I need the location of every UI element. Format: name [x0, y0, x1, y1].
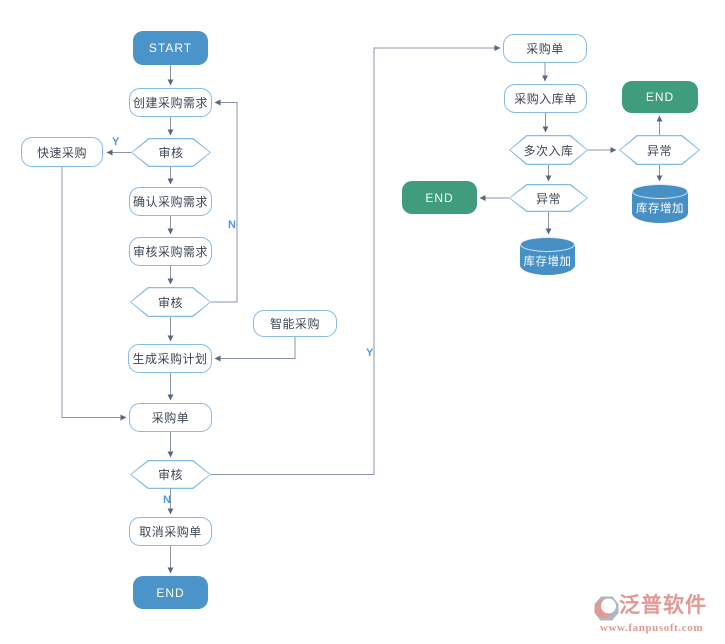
node-purchase-order-left-label: 采购单	[151, 411, 190, 425]
node-inventory-increase-center-label: 库存增加	[523, 255, 572, 268]
fanpu-logo-icon	[594, 596, 619, 621]
node-review-1-label: 审核	[158, 146, 184, 160]
hexagon-fill	[620, 136, 699, 164]
node-review-requirement: 审核采购需求	[129, 237, 212, 266]
node-generate-plan: 生成采购计划	[128, 344, 212, 373]
hexagon-fill	[131, 461, 210, 488]
branch-label-review3-yes: Y	[366, 347, 374, 359]
node-multiple-inbound-label: 多次入库	[523, 143, 574, 158]
node-abnormal-right: 异常	[619, 135, 700, 165]
node-end-green-left-label: END	[425, 190, 454, 205]
branch-label-review1-yes: Y	[112, 136, 120, 148]
node-create-requirement: 创建采购需求	[129, 88, 212, 117]
fanpu-logo-text: 泛普软件	[619, 594, 707, 617]
node-inventory-increase-right: 库存增加	[632, 184, 688, 223]
node-purchase-order-right: 采购单	[503, 34, 587, 63]
node-end-green-right: END	[622, 81, 698, 113]
fanpu-watermark: 泛普软件 www.fanpusoft.com	[594, 594, 722, 634]
node-review-2: 审核	[130, 287, 211, 317]
branch-label-review3-no: N	[163, 494, 171, 506]
node-end-green-left: END	[402, 181, 477, 214]
branch-label-review2-no: N	[228, 219, 236, 231]
node-create-requirement-label: 创建采购需求	[132, 96, 208, 110]
edge-review3-yes-to-poright	[211, 45, 501, 475]
fanpu-website: www.fanpusoft.com	[600, 622, 704, 634]
edge-review2-no-feedback	[211, 99, 238, 303]
node-generate-plan-label: 生成采购计划	[132, 352, 208, 366]
cylinder-top	[632, 184, 688, 199]
node-end-green-right-label: END	[645, 90, 675, 104]
node-abnormal-center: 异常	[509, 184, 588, 212]
node-purchase-order-right-label: 采购单	[526, 42, 564, 56]
node-cancel-order-label: 取消采购单	[139, 525, 202, 539]
node-inventory-increase-center: 库存增加	[520, 237, 575, 275]
node-start-label: START	[148, 41, 193, 55]
node-end-left-label: END	[156, 585, 185, 600]
hexagon-fill	[132, 139, 210, 166]
node-review-2-label: 审核	[157, 295, 183, 310]
hexagon-fill	[131, 288, 210, 316]
node-abnormal-right-label: 异常	[646, 143, 672, 158]
edge-quick-to-poleft	[61, 167, 127, 421]
node-confirm-requirement-label: 确认采购需求	[132, 195, 208, 209]
node-quick-purchase: 快速采购	[21, 137, 103, 167]
node-end-left: END	[133, 576, 208, 609]
edge-smart-to-genplan	[214, 337, 296, 362]
node-inventory-increase-right-label: 库存增加	[636, 203, 684, 215]
node-smart-purchase: 智能采购	[253, 310, 337, 337]
node-purchase-inbound-label: 采购入库单	[514, 92, 577, 106]
node-purchase-order-left: 采购单	[129, 403, 212, 432]
node-multiple-inbound: 多次入库	[509, 135, 588, 165]
node-confirm-requirement: 确认采购需求	[129, 187, 212, 216]
hexagon-fill	[510, 136, 587, 164]
cylinder-top	[520, 237, 575, 252]
node-review-1: 审核	[131, 138, 211, 167]
node-review-requirement-label: 审核采购需求	[132, 245, 208, 259]
node-smart-purchase-label: 智能采购	[269, 317, 320, 331]
hexagon-fill	[510, 185, 587, 211]
node-cancel-order: 取消采购单	[129, 517, 212, 546]
node-abnormal-center-label: 异常	[535, 191, 561, 206]
node-quick-purchase-label: 快速采购	[36, 145, 87, 160]
node-review-3: 审核	[130, 460, 211, 489]
node-purchase-inbound: 采购入库单	[504, 84, 587, 113]
node-review-3-label: 审核	[157, 468, 183, 482]
node-start: START	[133, 31, 208, 65]
